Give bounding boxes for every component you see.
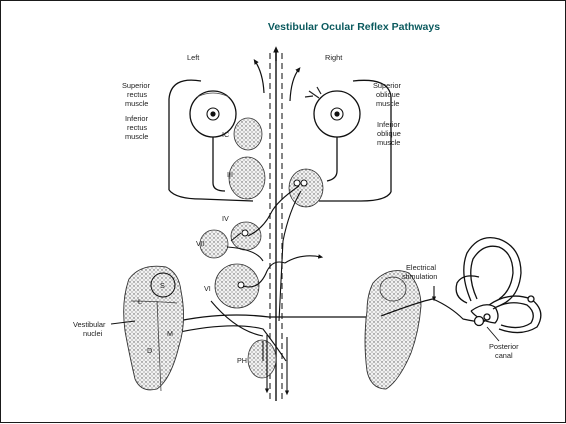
label-inferior-oblique-line1: Inferior <box>377 120 401 129</box>
label-inferior-rectus-line1: Inferior <box>125 114 149 123</box>
label-posterior-canal: Posterior canal <box>489 342 519 360</box>
label-left: Left <box>187 53 199 62</box>
label-electrical-stimulation: Electrical stimulation <box>402 263 437 281</box>
label-vestibular-line1: Vestibular <box>73 320 106 329</box>
label-posterior-line2: canal <box>495 351 513 360</box>
nucleus-iii-right <box>289 169 323 207</box>
label-inferior-rectus-muscle: Inferior rectus muscle <box>125 114 149 141</box>
label-superior-rectus-line2: rectus <box>127 90 147 99</box>
fiber-vn-crossing <box>169 315 373 323</box>
label-s: S <box>160 281 165 290</box>
superior-rectus-pathway <box>169 80 201 190</box>
label-ph: PH <box>237 356 247 365</box>
cross-pathway-right <box>319 192 391 201</box>
label-ic: IC <box>222 130 229 139</box>
label-d: D <box>147 346 152 355</box>
neuron-vi <box>238 282 244 288</box>
label-electrical-line2: stimulation <box>402 272 437 281</box>
label-vii: VII <box>196 239 205 248</box>
nucleus-vi <box>215 264 259 308</box>
neuron-iv <box>242 230 248 236</box>
neuron-iii-b <box>301 180 307 186</box>
label-m: M <box>167 329 173 338</box>
label-right: Right <box>325 53 342 62</box>
label-vi: VI <box>204 284 211 293</box>
label-iv: IV <box>222 214 229 223</box>
label-superior-oblique-line2: oblique <box>376 90 400 99</box>
fiber-iii-to-vn <box>279 191 301 321</box>
right-ascending-arrow <box>290 69 299 101</box>
fiber-right-arrow <box>285 256 321 263</box>
right-vestibular-nuclei <box>365 271 421 389</box>
posterior-leader-line <box>487 327 499 341</box>
label-inferior-oblique-muscle: Inferior oblique muscle <box>377 120 401 147</box>
label-superior-rectus-line3: muscle <box>125 99 148 108</box>
label-iii: III <box>227 170 233 179</box>
label-inferior-oblique-line2: oblique <box>377 129 401 138</box>
label-inferior-oblique-line3: muscle <box>377 138 400 147</box>
inferior-rectus-pathway <box>213 137 225 191</box>
label-posterior-line1: Posterior <box>489 342 519 351</box>
label-electrical-line1: Electrical <box>406 263 436 272</box>
nucleus-iii-left <box>229 157 265 199</box>
label-inferior-rectus-line2: rectus <box>127 123 147 132</box>
label-superior-oblique-muscle: Superior oblique muscle <box>373 81 401 108</box>
nucleus-ph <box>248 340 276 378</box>
label-superior-rectus-line1: Superior <box>122 81 150 90</box>
label-superior-oblique-line3: muscle <box>376 99 399 108</box>
right-eye <box>305 87 360 137</box>
label-l: L <box>138 297 142 306</box>
label-superior-oblique-line1: Superior <box>373 81 401 90</box>
inner-ear-canals <box>456 238 541 333</box>
left-ascending-arrow <box>255 61 264 93</box>
left-vestibular-nuclei <box>124 266 184 391</box>
nucleus-ic <box>234 118 262 150</box>
label-superior-rectus-muscle: Superior rectus muscle <box>122 81 150 108</box>
label-vestibular-line2: nuclei <box>83 329 103 338</box>
neuron-iii-a <box>294 180 300 186</box>
label-vestibular-nuclei: Vestibular nuclei <box>73 320 106 338</box>
label-inferior-rectus-line3: muscle <box>125 132 148 141</box>
inferior-oblique-pathway <box>327 137 337 181</box>
